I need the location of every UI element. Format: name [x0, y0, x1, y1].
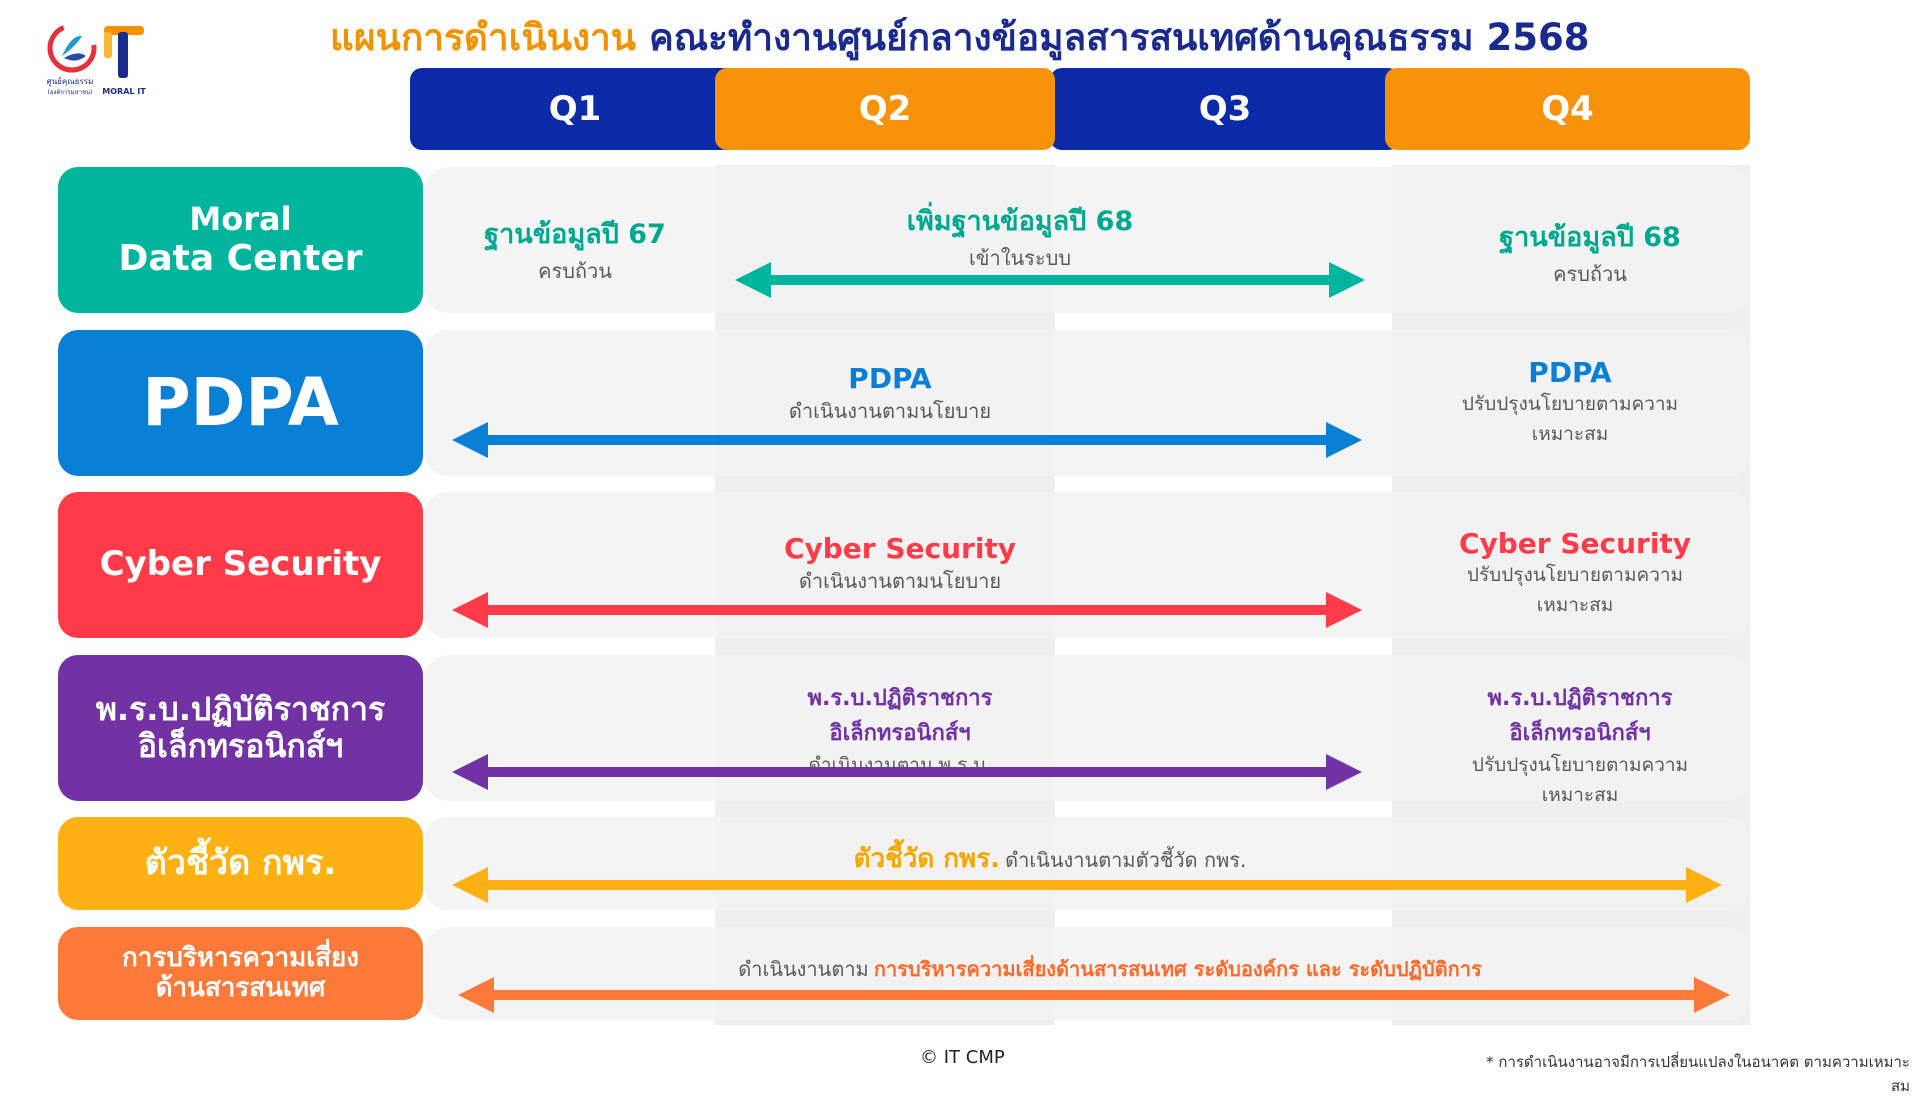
edoc-mid-title1: พ.ร.บ.ปฏิติราชการ — [807, 686, 993, 711]
quarter-header-q2: Q2 — [715, 68, 1055, 150]
moral-q1-sub: ครบถ้วน — [538, 259, 612, 283]
pdpa-q4-title: PDPA — [1528, 356, 1612, 389]
footnote-text: * การดำเนินงานอาจมีการเปลี่ยนแปลงในอนาคต… — [1486, 1053, 1910, 1095]
row-label-kpi: ตัวชี้วัด กพร. — [58, 817, 423, 910]
pdpa-mid-text: PDPA ดำเนินงานตามนโยบาย — [740, 362, 1040, 427]
title-part-2: คณะทำงานศูนย์กลางข้อมูลสารสนเทศด้านคุณธร… — [648, 16, 1590, 59]
quarter-header-q3: Q3 — [1050, 68, 1400, 150]
pdpa-timeline-arrow — [452, 422, 1362, 458]
cyber-mid-sub: ดำเนินงานตามนโยบาย — [798, 569, 1002, 593]
cyber-q4-text: Cyber Security ปรับปรุงนโยบายตามความ เหม… — [1420, 527, 1730, 620]
cyber-mid-text: Cyber Security ดำเนินงานตามนโยบาย — [740, 532, 1060, 597]
organization-logos: ศูนย์คุณธรรม (องค์การมหาชน) MORAL IT — [40, 18, 170, 103]
moral-mid-title: เพิ่มฐานข้อมูลปี 68 — [906, 206, 1134, 237]
moral-center-logo-icon: ศูนย์คุณธรรม (องค์การมหาชน) — [47, 23, 97, 96]
page-title: แผนการดำเนินงาน คณะทำงานศูนย์กลางข้อมูลส… — [330, 8, 1630, 68]
kpi-timeline-arrow — [452, 867, 1722, 903]
pdpa-mid-title: PDPA — [848, 362, 932, 395]
moral-q4-sub: ครบถ้วน — [1553, 262, 1627, 286]
moral-label-line2: Data Center — [118, 237, 363, 279]
edoc-label-line1: พ.ร.บ.ปฏิบัติราชการ — [95, 690, 386, 729]
moral-label-line1: Moral — [189, 199, 292, 238]
kpi-text-rest: ดำเนินงานตามตัวชี้วัด กพร. — [1005, 848, 1247, 872]
risk-text-bold: การบริหารความเสี่ยงด้านสารสนเทศ ระดับองค… — [873, 957, 1482, 981]
quarter-header-q1: Q1 — [410, 68, 740, 150]
row-band-kpi — [425, 817, 1750, 910]
moral-it-logo-icon: MORAL IT — [102, 26, 146, 96]
moral-mid-sub: เข้าในระบบ — [968, 246, 1072, 270]
quarter-header-q4: Q4 — [1385, 68, 1750, 150]
kpi-text: ตัวชี้วัด กพร. ดำเนินงานตามตัวชี้วัด กพร… — [700, 838, 1400, 879]
risk-text: ดำเนินงานตาม การบริหารความเสี่ยงด้านสารส… — [560, 953, 1660, 985]
cyber-q4-title: Cyber Security — [1458, 527, 1692, 560]
edoc-q4-title1: พ.ร.บ.ปฏิติราชการ — [1487, 686, 1673, 711]
row-band-moral — [425, 167, 1750, 313]
risk-label-line2: ด้านสารสนเทศ — [155, 972, 326, 1003]
left-logo-sub: (องค์การมหาชน) — [48, 88, 93, 96]
row-label-risk: การบริหารความเสี่ยงด้านสารสนเทศ — [58, 927, 423, 1020]
edoc-q4-text: พ.ร.บ.ปฏิติราชการ อิเล็กทรอนิกส์ฯ ปรับปร… — [1425, 680, 1735, 810]
cyber-q4-sub2: เหมาะสม — [1536, 594, 1614, 616]
edoc-label-line2: อิเล็กทรอนิกส์ฯ — [137, 727, 344, 765]
cyber-timeline-arrow — [452, 592, 1362, 628]
left-logo-caption: ศูนย์คุณธรรม — [47, 76, 94, 87]
moral-q1-title: ฐานข้อมูลปี 67 — [484, 219, 666, 250]
row-band-risk — [425, 927, 1750, 1020]
risk-text-prefix: ดำเนินงานตาม — [738, 957, 869, 981]
pdpa-q4-sub2: เหมาะสม — [1531, 423, 1609, 445]
moral-q4-text: ฐานข้อมูลปี 68 ครบถ้วน — [1445, 215, 1735, 290]
pdpa-mid-sub: ดำเนินงานตามนโยบาย — [788, 399, 992, 423]
row-label-pdpa: PDPA — [58, 330, 423, 476]
pdpa-q4-sub1: ปรับปรุงนโยบายตามความ — [1461, 393, 1679, 415]
risk-timeline-arrow — [458, 977, 1730, 1013]
moral-mid-text: เพิ่มฐานข้อมูลปี 68 เข้าในระบบ — [800, 199, 1240, 274]
row-label-edoc: พ.ร.บ.ปฏิบัติราชการอิเล็กทรอนิกส์ฯ — [58, 655, 423, 801]
edoc-q4-sub1: ปรับปรุงนโยบายตามความ — [1471, 754, 1689, 776]
edoc-q4-sub2: เหมาะสม — [1541, 784, 1619, 806]
right-logo-caption: MORAL IT — [102, 87, 146, 96]
cyber-mid-title: Cyber Security — [783, 532, 1017, 565]
edoc-timeline-arrow — [452, 754, 1362, 790]
risk-label-line1: การบริหารความเสี่ยง — [122, 942, 359, 973]
copyright-text: © IT CMP — [920, 1047, 1005, 1068]
row-band-pdpa — [425, 330, 1750, 476]
kpi-text-bold: ตัวชี้วัด กพร. — [853, 844, 1001, 874]
cyber-q4-sub1: ปรับปรุงนโยบายตามความ — [1466, 564, 1684, 586]
moral-q1-text: ฐานข้อมูลปี 67 ครบถ้วน — [440, 212, 710, 287]
moral-q4-title: ฐานข้อมูลปี 68 — [1499, 222, 1681, 253]
edoc-q4-title2: อิเล็กทรอนิกส์ฯ — [1509, 721, 1651, 746]
row-label-cyber: Cyber Security — [58, 492, 423, 638]
edoc-mid-title2: อิเล็กทรอนิกส์ฯ — [829, 721, 971, 746]
title-part-1: แผนการดำเนินงาน — [330, 16, 637, 59]
pdpa-q4-text: PDPA ปรับปรุงนโยบายตามความ เหมาะสม — [1420, 356, 1720, 449]
moral-timeline-arrow — [735, 262, 1365, 298]
